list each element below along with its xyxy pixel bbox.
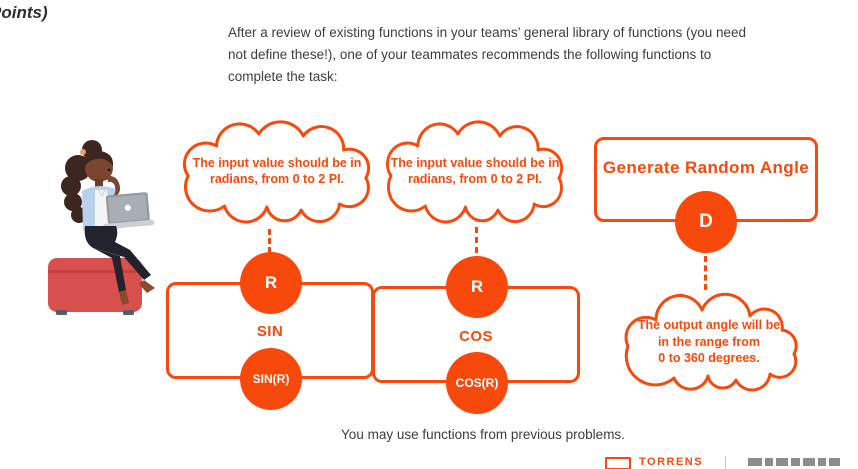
- illustration-svg: [48, 140, 155, 315]
- cos-input-node-r: R: [446, 256, 508, 318]
- thought-cloud-icon: [386, 120, 564, 224]
- cos-cloud-connector: [475, 227, 478, 253]
- sin-output-node: SIN(R): [240, 348, 302, 410]
- torrens-logo-mark-icon: [605, 457, 631, 469]
- cos-cloud-note: The input value should be in radians, fr…: [390, 155, 560, 187]
- footer-logos: TORRENS: [605, 456, 858, 469]
- output-cloud-connector: [704, 256, 707, 290]
- cos-function-title: COS: [459, 328, 493, 345]
- output-node-d: D: [675, 191, 737, 253]
- clipped-page-heading: Points): [0, 3, 48, 22]
- thought-cloud-icon: [182, 120, 371, 224]
- sin-input-node-r: R: [240, 252, 302, 314]
- sin-function-title: SIN: [256, 323, 284, 340]
- footer-note: You may use functions from previous prob…: [341, 427, 625, 442]
- sin-cloud-note: The input value should be in radians, fr…: [192, 155, 362, 187]
- output-cloud-note: The output angle will be in the range fr…: [637, 318, 781, 366]
- sin-cloud-connector: [268, 229, 271, 253]
- woman-with-laptop-illustration: [26, 130, 168, 330]
- logo-divider: [725, 456, 727, 469]
- partial-unreadable-logo-icon: [748, 458, 841, 466]
- sin-input-cloud: The input value should be in radians, fr…: [166, 112, 388, 230]
- thought-cloud-icon: [624, 292, 798, 392]
- intro-paragraph: After a review of existing functions in …: [228, 25, 747, 84]
- generate-random-angle-title: Generate Random Angle: [602, 158, 810, 177]
- cos-output-node: COS(R): [446, 352, 508, 414]
- cos-input-cloud: The input value should be in radians, fr…: [370, 112, 580, 230]
- torrens-logo-text: TORRENS: [639, 456, 704, 468]
- output-angle-cloud: The output angle will be in the range fr…: [610, 290, 808, 394]
